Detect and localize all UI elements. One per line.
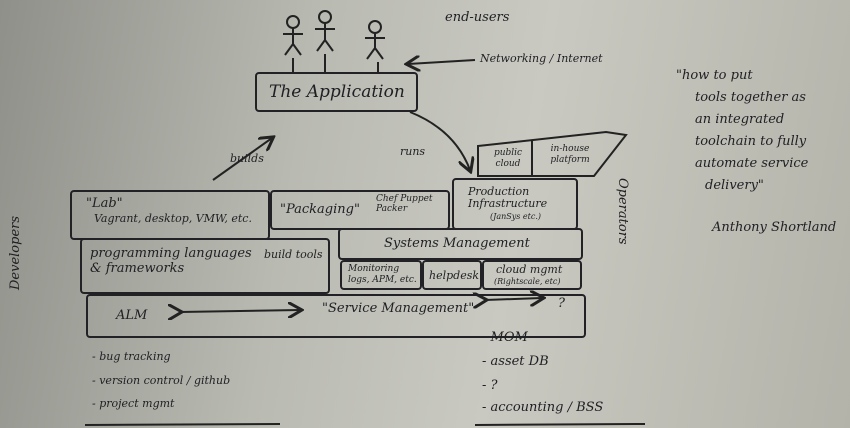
stick-figure-2 [315, 10, 335, 52]
operators-label: Operators [615, 178, 630, 245]
quote-line: toolchain to fully [695, 134, 807, 149]
runs-label: runs [400, 145, 426, 158]
packaging-label: "Packaging" [280, 202, 360, 217]
public-cloud-label: public cloud [493, 148, 523, 169]
left-list-item: - project mgmt [92, 397, 175, 410]
lab-title: "Lab" [86, 196, 123, 211]
inhouse-platform-label: in-house platform [550, 144, 590, 165]
helpdesk-label: helpdesk [429, 269, 480, 282]
quote-line: an integrated [695, 112, 785, 127]
production-infrastructure-box: Production Infrastructure (JanSys etc.) [452, 178, 578, 230]
build-tools-label: build tools [264, 248, 323, 261]
alm-label: ALM [116, 308, 148, 323]
lab-items: Vagrant, desktop, VMW, etc. [94, 212, 252, 225]
systems-management-label: Systems Management [384, 236, 530, 251]
monitoring-label: Monitoring logs, APM, etc. [348, 264, 417, 285]
quote-line: "how to put [676, 68, 753, 83]
left-list-item: - bug tracking [92, 350, 171, 363]
production-label: Production Infrastructure [468, 185, 548, 210]
builds-label: builds [230, 152, 264, 165]
chef-puppet-packer-label: Chef Puppet Packer [376, 194, 433, 214]
right-list-item: - accounting / BSS [482, 400, 604, 415]
cloud-mgmt-box: cloud mgmt (Rightscale, etc) [482, 260, 582, 290]
developers-label: Developers [8, 215, 23, 290]
lab-box: "Lab" Vagrant, desktop, VMW, etc. [70, 190, 270, 240]
monitoring-box: Monitoring logs, APM, etc. [340, 260, 422, 290]
quote-line: automate service [695, 156, 809, 171]
right-list-item: - MOM [482, 330, 528, 345]
service-management-label: "Service Management" [322, 301, 475, 316]
programming-languages-box: programming languages & frameworks build… [80, 238, 330, 294]
programming-languages-label: programming languages & frameworks [90, 246, 252, 276]
cloud-mgmt-label: cloud mgmt [496, 263, 563, 276]
right-list-item: - asset DB [482, 354, 549, 369]
systems-management-box: Systems Management [338, 228, 583, 260]
quote-line: delivery" [705, 178, 764, 193]
networking-label: Networking / Internet [480, 52, 603, 65]
question-mark-label: ? [558, 296, 565, 311]
end-users-label: end-users [445, 10, 510, 25]
stick-figure-1 [283, 15, 303, 56]
stick-figure-3 [365, 20, 385, 60]
application-label: The Application [269, 82, 405, 102]
cloud-mgmt-sub-label: (Rightscale, etc) [494, 277, 561, 286]
application-box: The Application [255, 72, 418, 112]
quote-author: Anthony Shortland [712, 220, 837, 235]
alm-service-management-box: ALM "Service Management" ? [86, 294, 586, 338]
right-list-item: - ? [482, 378, 498, 393]
helpdesk-box: helpdesk [422, 260, 482, 290]
packaging-box: "Packaging" Chef Puppet Packer [270, 190, 450, 230]
production-sub-label: (JanSys etc.) [490, 212, 541, 221]
left-list-item: - version control / github [92, 374, 231, 387]
quote-line: tools together as [695, 90, 806, 105]
